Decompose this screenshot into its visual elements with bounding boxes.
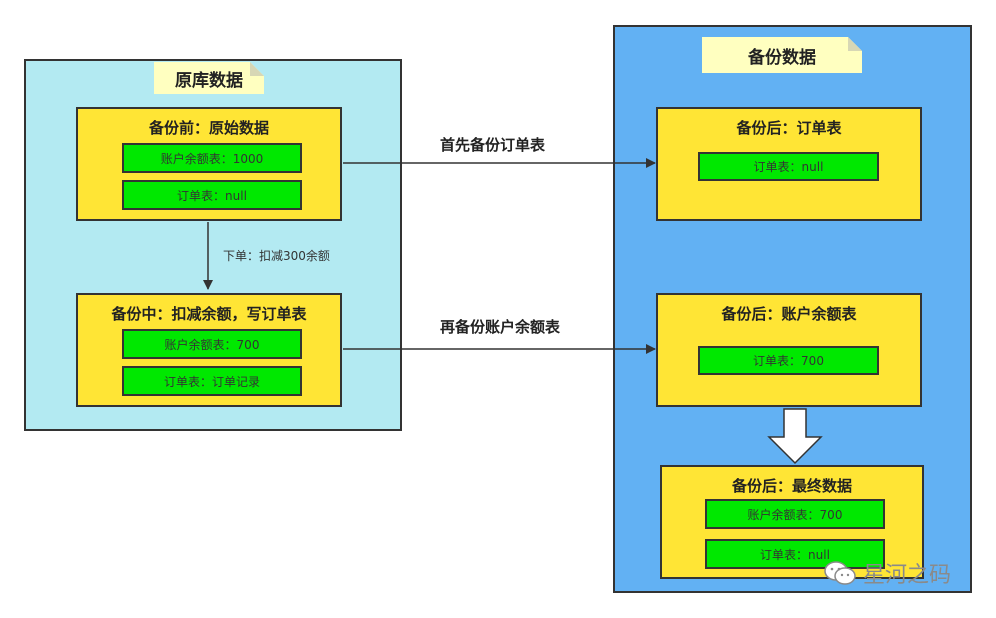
backup-title-note: 备份数据	[702, 37, 862, 73]
source-db-title-note: 原库数据	[154, 62, 264, 94]
backup-title: 备份数据	[748, 47, 816, 68]
merge-down-arrow	[767, 408, 823, 465]
second-backup-label: 再备份账户余额表	[440, 318, 561, 336]
watermark-text: 星河之码	[863, 563, 952, 588]
place-order-label: 下单：扣减300余额	[223, 249, 330, 263]
final-balance-table: 账户余额表：700	[705, 499, 885, 529]
before-orders-table: 订单表：null	[122, 180, 302, 210]
final-orders-table: 订单表：null	[705, 539, 885, 569]
final-data-title: 备份后：最终数据	[731, 477, 852, 495]
wechat-icon	[824, 561, 856, 585]
after-orders-title: 备份后：订单表	[736, 119, 842, 137]
during-orders-table: 订单表：订单记录	[122, 366, 302, 396]
after-balance-title: 备份后：账户余额表	[721, 305, 857, 323]
first-backup-label: 首先备份订单表	[440, 136, 546, 154]
before-balance-table: 账户余额表：1000	[122, 143, 302, 173]
source-db-title: 原库数据	[175, 70, 243, 91]
watermark: 星河之码	[823, 557, 951, 589]
after-balance-table: 订单表：700	[698, 346, 879, 375]
before-backup-title: 备份前：原始数据	[148, 119, 269, 137]
during-balance-table: 账户余额表：700	[122, 329, 302, 359]
during-backup-title: 备份中：扣减余额，写订单表	[111, 305, 307, 323]
after-orders-table: 订单表：null	[698, 152, 879, 181]
